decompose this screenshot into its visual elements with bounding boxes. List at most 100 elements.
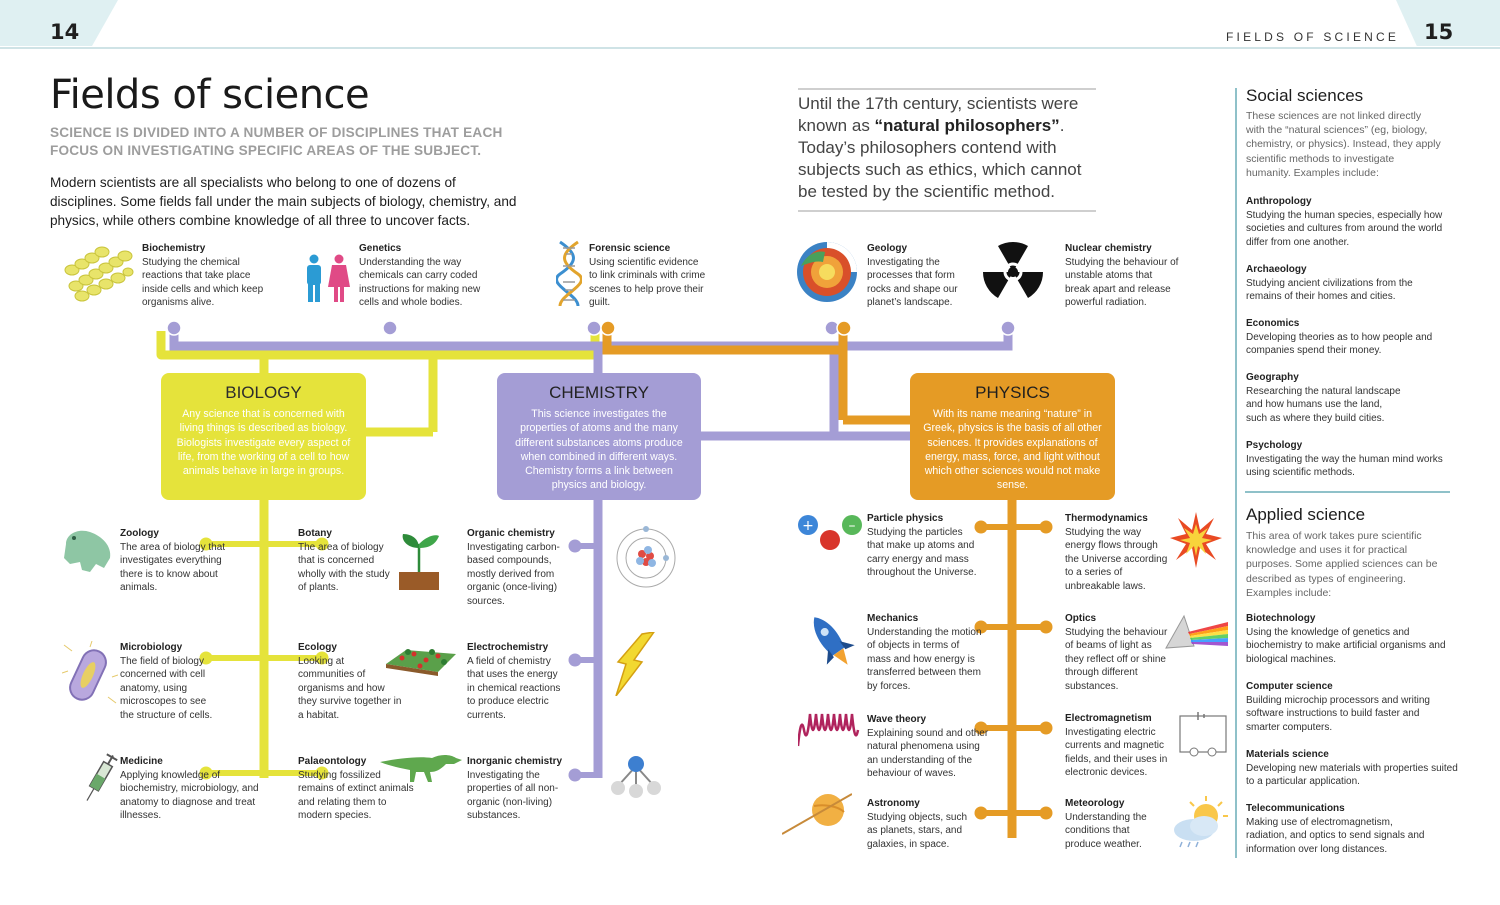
- field-mechanics: Mechanics Understanding the motion of ob…: [867, 612, 985, 694]
- physics-title: PHYSICS: [975, 383, 1050, 402]
- entry-heading: Biotechnology: [1246, 613, 1316, 624]
- field-text: Looking at communities of organisms and …: [298, 655, 402, 721]
- field-text: Understanding the motion of objects in t…: [867, 626, 982, 692]
- field-thermodynamics: Thermodynamics Studying the way energy f…: [1065, 512, 1170, 594]
- field-heading: Palaeontology: [298, 756, 367, 767]
- chemistry-title: CHEMISTRY: [549, 383, 649, 402]
- field-text: Investigating carbon-based compounds, mo…: [467, 541, 560, 607]
- sidebar-entry-anthropology: Anthropology Studying the human species,…: [1246, 195, 1446, 249]
- lightning-icon: [615, 632, 655, 696]
- molecule-icon: [611, 756, 661, 798]
- field-geology: Geology Investigating the processes that…: [867, 242, 967, 310]
- dna-icon: [556, 240, 582, 307]
- field-heading: Organic chemistry: [467, 528, 555, 539]
- wave-icon: [798, 713, 860, 747]
- physics-description: With its name meaning “nature” in Greek,…: [923, 408, 1102, 492]
- applied-science-intro: This area of work takes pure scientific …: [1246, 530, 1438, 599]
- entry-text: Studying ancient civilizations from the …: [1246, 277, 1413, 303]
- field-palaeontology: Palaeontology Studying fossilized remain…: [298, 755, 418, 823]
- entry-heading: Geography: [1246, 372, 1299, 383]
- entry-text: Building microchip processors and writin…: [1246, 694, 1430, 733]
- field-electrochemistry: Electrochemistry A field of chemistry th…: [467, 641, 567, 723]
- field-organic-chemistry: Organic chemistry Investigating carbon-b…: [467, 527, 572, 609]
- field-particle-physics: Particle physics Studying the particles …: [867, 512, 977, 580]
- earth-layers-icon: [797, 242, 857, 302]
- field-text: The field of biology concerned with cell…: [120, 655, 213, 721]
- entry-text: Using the knowledge of genetics and bioc…: [1246, 626, 1446, 665]
- circuit-icon: [1179, 712, 1227, 757]
- social-sciences-title: Social sciences: [1246, 86, 1364, 105]
- seedling-icon: [399, 534, 439, 590]
- field-heading: Electromagnetism: [1065, 713, 1152, 724]
- sidebar-entry-economics: Economics Developing theories as to how …: [1246, 317, 1446, 358]
- field-text: Studying the way energy flows through th…: [1065, 526, 1168, 592]
- planet-icon: [782, 793, 852, 835]
- svg-text:–: –: [849, 518, 856, 534]
- running-title: FIELDS OF SCIENCE: [1226, 30, 1400, 44]
- field-microbiology: Microbiology The field of biology concer…: [120, 641, 220, 723]
- field-wave-theory: Wave theory Explaining sound and other n…: [867, 713, 992, 781]
- field-biochemistry: Biochemistry Studying the chemical react…: [142, 242, 267, 310]
- chemistry-box: CHEMISTRY This science investigates the …: [497, 373, 701, 500]
- applied-science-title: Applied science: [1246, 505, 1366, 524]
- field-meteorology: Meteorology Understanding the conditions…: [1065, 797, 1165, 851]
- field-text: The area of biology that investigates ev…: [120, 541, 226, 594]
- field-text: Studying fossilized remains of extinct a…: [298, 769, 414, 822]
- field-zoology: Zoology The area of biology that investi…: [120, 527, 232, 595]
- syringe-icon: [86, 753, 118, 801]
- male-female-icon: [307, 254, 350, 302]
- field-heading: Meteorology: [1065, 798, 1125, 809]
- field-heading: Thermodynamics: [1065, 513, 1148, 524]
- subhead: SCIENCE IS DIVIDED INTO A NUMBER OF DISC…: [50, 125, 503, 158]
- field-heading: Particle physics: [867, 513, 944, 524]
- field-optics: Optics Studying the behaviour of beams o…: [1065, 612, 1170, 694]
- entry-heading: Telecommunications: [1246, 803, 1345, 814]
- sidebar-entry-biotechnology: Biotechnology Using the knowledge of gen…: [1246, 612, 1458, 666]
- field-heading: Nuclear chemistry: [1065, 243, 1152, 254]
- field-medicine: Medicine Applying knowledge of biochemis…: [120, 755, 268, 823]
- field-heading: Medicine: [120, 756, 163, 767]
- biology-title: BIOLOGY: [225, 383, 302, 402]
- quote-emphasis: “natural philosophers”: [874, 116, 1060, 135]
- biochemistry-membrane-icon: [64, 246, 134, 302]
- field-botany: Botany The area of biology that is conce…: [298, 527, 393, 595]
- field-genetics: Genetics Understanding the way chemicals…: [359, 242, 494, 310]
- field-heading: Optics: [1065, 613, 1097, 624]
- entry-text: Developing theories as to how people and…: [1246, 331, 1433, 357]
- field-inorganic-chemistry: Inorganic chemistry Investigating the pr…: [467, 755, 572, 823]
- field-heading: Genetics: [359, 243, 402, 254]
- field-text: Studying the behaviour of beams of light…: [1065, 626, 1168, 692]
- field-heading: Wave theory: [867, 714, 927, 725]
- biology-description: Any science that is concerned with livin…: [176, 408, 351, 478]
- sidebar-entry-psychology: Psychology Investigating the way the hum…: [1246, 439, 1446, 480]
- quote-text-before: Until the 17th century, scientists were …: [798, 94, 1079, 135]
- sidebar-entry-telecommunications: Telecommunications Making use of electro…: [1246, 802, 1432, 856]
- field-heading: Microbiology: [120, 642, 183, 653]
- frog-icon: [64, 530, 111, 572]
- atom-icon: [616, 526, 676, 588]
- field-text: Investigating the properties of all non-…: [467, 769, 559, 822]
- field-heading: Geology: [867, 243, 908, 254]
- field-forensic-science: Forensic science Using scientific eviden…: [589, 242, 709, 310]
- pull-quote: Until the 17th century, scientists were …: [798, 88, 1096, 212]
- sidebar-entry-geography: Geography Researching the natural landsc…: [1246, 371, 1404, 425]
- prism-icon: [1165, 614, 1228, 649]
- entry-text: Developing new materials with properties…: [1246, 762, 1458, 788]
- field-heading: Zoology: [120, 528, 159, 539]
- entry-heading: Psychology: [1246, 440, 1303, 451]
- entry-heading: Anthropology: [1246, 196, 1312, 207]
- rocket-icon: [813, 617, 855, 665]
- sidebar-entry-materials-science: Materials science Developing new materia…: [1246, 748, 1458, 789]
- entry-text: Researching the natural landscape and ho…: [1246, 385, 1401, 424]
- social-sciences-intro: These sciences are not linked directly w…: [1246, 110, 1441, 179]
- field-electromagnetism: Electromagnetism Investigating electric …: [1065, 712, 1175, 780]
- field-text: Studying the behaviour of unstable atoms…: [1065, 256, 1179, 309]
- field-nuclear-chemistry: Nuclear chemistry Studying the behaviour…: [1065, 242, 1180, 310]
- field-heading: Astronomy: [867, 798, 920, 809]
- field-heading: Inorganic chemistry: [467, 756, 563, 767]
- intro-paragraph: Modern scientists are all specialists wh…: [50, 175, 517, 228]
- sidebar-rule: [1235, 88, 1237, 858]
- header-rule: [0, 47, 1500, 49]
- field-text: The area of biology that is concerned wh…: [298, 541, 390, 594]
